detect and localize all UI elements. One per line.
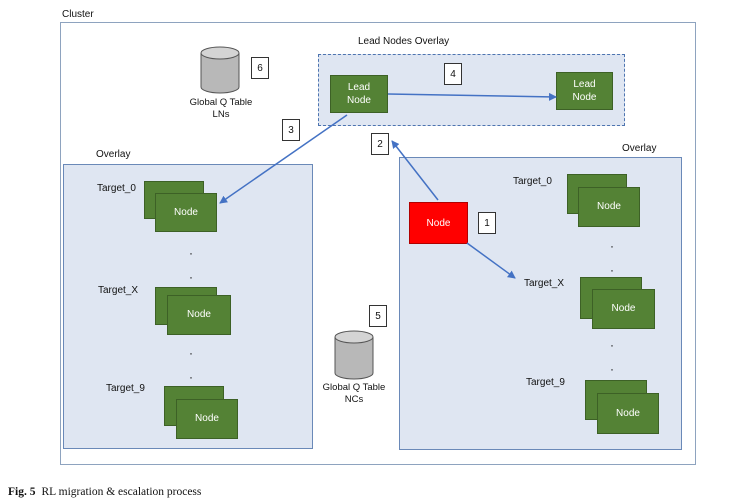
database-label-ncs: Global Q Table NCs xyxy=(322,382,386,405)
left-target-0-label: Target_0 xyxy=(97,183,136,194)
arrow-step-3 xyxy=(219,114,348,204)
right-target-x-label: Target_X xyxy=(524,278,565,289)
right-target-x-node: Node xyxy=(592,289,655,329)
lead-node-target: Lead Node xyxy=(556,72,613,110)
figure-caption-text: RL migration & escalation process xyxy=(41,486,202,498)
left-target-9-node: Node xyxy=(176,399,238,439)
left-ellipsis-1: ·· xyxy=(189,246,193,284)
right-ellipsis-2: ·· xyxy=(610,338,614,376)
lead-overlay-label: Lead Nodes Overlay xyxy=(358,36,450,47)
step-5-badge: 5 xyxy=(369,305,387,327)
figure-caption-label: Fig. 5 xyxy=(8,486,36,498)
left-target-0-node: Node xyxy=(155,193,217,232)
left-overlay-label: Overlay xyxy=(96,149,131,160)
database-icon-ncs xyxy=(333,330,375,380)
lead-node-source: Lead Node xyxy=(330,75,388,113)
step-1-badge: 1 xyxy=(478,212,496,234)
right-target-0-node: Node xyxy=(578,187,640,227)
step-4-badge: 4 xyxy=(444,63,462,85)
database-icon-lns xyxy=(199,46,241,94)
left-target-x-node: Node xyxy=(167,295,231,335)
left-target-9-label: Target_9 xyxy=(106,383,145,394)
migrating-node: Node xyxy=(409,202,468,244)
step-2-badge: 2 xyxy=(371,133,389,155)
right-target-9-label: Target_9 xyxy=(526,377,565,388)
figure-caption: Fig. 5 RL migration & escalation process xyxy=(8,486,201,498)
step-3-badge: 3 xyxy=(282,119,300,141)
arrow-step-2 xyxy=(391,140,439,201)
right-overlay-label: Overlay xyxy=(622,143,657,154)
arrow-step-4 xyxy=(387,92,557,101)
cluster-label: Cluster xyxy=(62,9,94,20)
database-label-lns: Global Q Table LNs xyxy=(189,97,253,120)
left-target-x-label: Target_X xyxy=(98,285,139,296)
arrow-step-1 xyxy=(466,242,516,279)
step-6-badge: 6 xyxy=(251,57,269,79)
right-ellipsis-1: ·· xyxy=(610,239,614,277)
left-ellipsis-2: ·· xyxy=(189,346,193,384)
right-target-9-node: Node xyxy=(597,393,659,434)
right-target-0-label: Target_0 xyxy=(513,176,552,187)
